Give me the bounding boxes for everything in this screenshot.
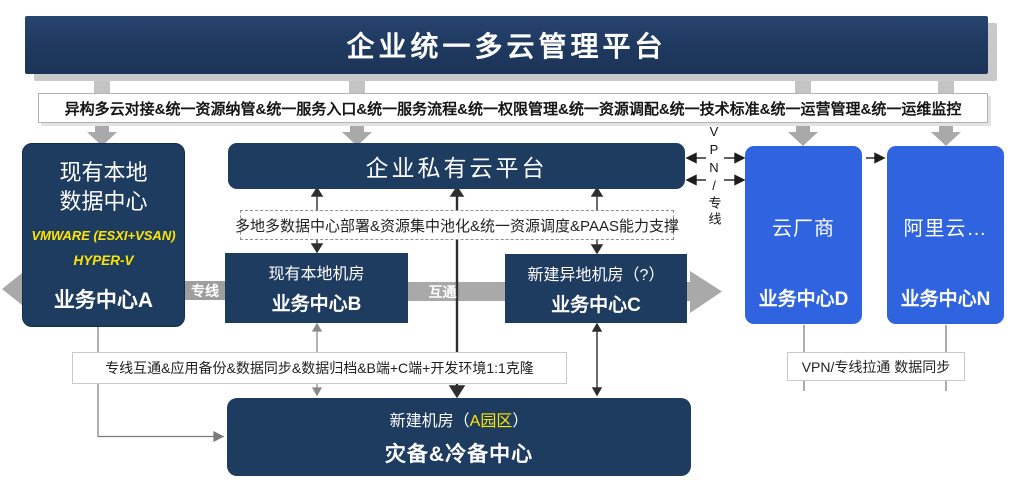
- deployment-note-text: 多地多数据中心部署&资源集中池化&统一资源调度&PAAS能力支撑: [235, 217, 679, 235]
- down-arrow-icon: [788, 120, 818, 146]
- node-title: 新建机房（A园区）: [390, 407, 529, 431]
- business-center-a-label: 业务中心A: [53, 289, 154, 312]
- node-title: 现有本地 数据中心: [59, 160, 148, 214]
- vpn-link-label: VPN/专线: [706, 124, 722, 228]
- title-banner: 企业统一多云管理平台: [25, 16, 988, 74]
- page-title: 企业统一多云管理平台: [346, 31, 667, 62]
- node-local-datacenter-a: 现有本地 数据中心 VMWARE (ESXI+VSAN) HYPER-V 业务中…: [22, 143, 185, 327]
- node-title: 阿里云…: [903, 218, 988, 240]
- node-title: 云厂商: [772, 218, 835, 240]
- node-title: 新建异地机房（?）: [527, 266, 665, 284]
- zhuanxian-link-bar: [183, 281, 227, 300]
- business-center-d-label: 业务中心D: [758, 289, 849, 310]
- business-center-c-label: 业务中心C: [551, 294, 641, 316]
- zhuanxian-label: 专线: [191, 282, 219, 299]
- disaster-title-highlight: A园区: [469, 412, 513, 430]
- capability-bar-text: 异构多云对接&统一资源纳管&统一服务入口&统一服务流程&统一权限管理&统一资源调…: [64, 100, 962, 118]
- vpn-sync-note-text: VPN/专线拉通 数据同步: [801, 358, 951, 375]
- tech-hyperv: HYPER-V: [73, 253, 134, 269]
- deployment-note: 多地多数据中心部署&资源集中池化&统一资源调度&PAAS能力支撑: [235, 210, 679, 240]
- banner-connector-stubs: [94, 80, 954, 93]
- disaster-title-prefix: 新建机房（: [389, 412, 470, 430]
- down-arrow-icons: [87, 120, 961, 146]
- sync-note-text: 专线互通&应用备份&数据同步&数据归档&B端+C端+开发环境1:1克隆: [105, 360, 534, 376]
- business-center-b-label: 业务中心B: [271, 294, 362, 315]
- vpn-sync-note: VPN/专线拉通 数据同步: [787, 352, 965, 381]
- disaster-title-suffix: ）: [512, 412, 529, 430]
- node-cloud-vendor-n: 阿里云… 业务中心N: [887, 146, 1004, 324]
- business-center-n-label: 业务中心N: [900, 289, 991, 310]
- node-private-cloud-platform: 企业私有云平台: [228, 143, 685, 189]
- hutong-label: 互通: [428, 283, 457, 300]
- disaster-center-label: 灾备&冷备中心: [384, 442, 534, 466]
- node-title: 现有本地机房: [268, 266, 365, 283]
- sync-note: 专线互通&应用备份&数据同步&数据归档&B端+C端+开发环境1:1克隆: [72, 352, 567, 384]
- node-remote-room-c: 新建异地机房（?） 业务中心C: [505, 254, 687, 323]
- tech-vmware: VMWARE (ESXI+VSAN): [31, 228, 176, 244]
- node-disaster-recovery-center: 新建机房（A园区） 灾备&冷备中心: [227, 398, 691, 476]
- down-arrow-icon: [931, 120, 961, 146]
- right-arrow-icon: [690, 271, 722, 313]
- node-title: 企业私有云平台: [365, 155, 548, 181]
- node-local-room-b: 现有本地机房 业务中心B: [225, 253, 408, 323]
- node-cloud-vendor-d: 云厂商 业务中心D: [745, 146, 862, 324]
- capability-bar: 异构多云对接&统一资源纳管&统一服务入口&统一服务流程&统一权限管理&统一资源调…: [38, 93, 988, 123]
- vpn-link-arrows: [685, 152, 886, 186]
- down-arrow-icon: [87, 120, 117, 146]
- down-arrow-icon: [342, 120, 372, 146]
